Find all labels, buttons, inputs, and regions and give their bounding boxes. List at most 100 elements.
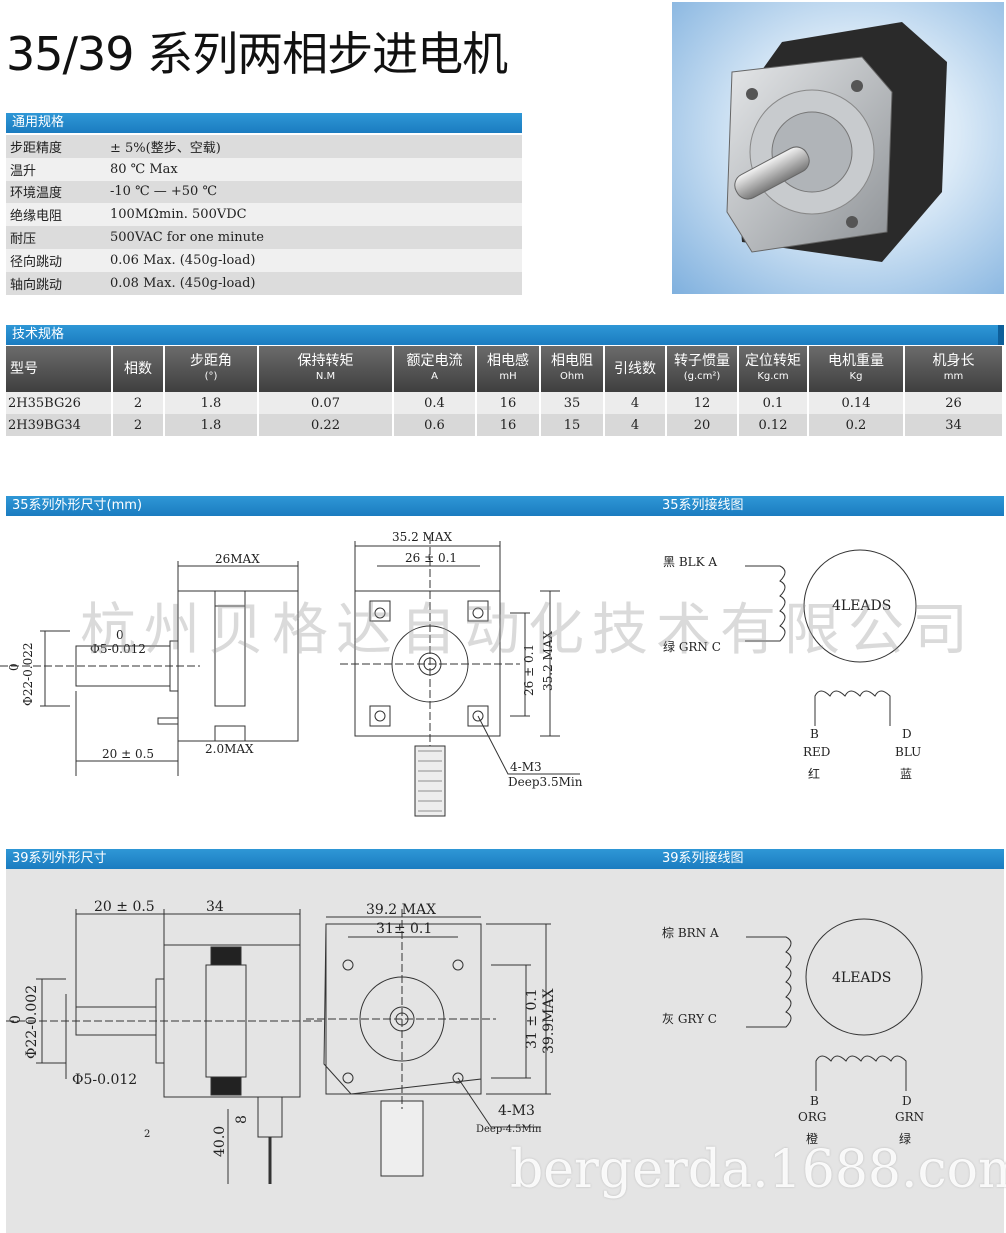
spec-value: 80 ℃ Max [110, 161, 178, 177]
spec-value: 500VAC for one minute [110, 230, 264, 246]
cell: 12 [666, 392, 739, 414]
s35-d-color: BLU [895, 745, 921, 759]
s39-b-cn: 橙 [806, 1131, 818, 1146]
s39-lead-length-label: 40.0 [212, 1126, 228, 1157]
cell: 0.07 [258, 392, 394, 414]
s39-hole-label: 31± 0.1 [376, 921, 432, 937]
s39-d-cn: 绿 [899, 1131, 911, 1146]
s35-screw-label: 4-M3 [510, 760, 542, 774]
s39-shaft-length-label: 20 ± 0.5 [94, 899, 155, 915]
col-header: 型号 [6, 346, 113, 392]
s39-lead-width-label: 8 [234, 1115, 250, 1124]
s35-dimension-header: 35系列外形尺寸(mm) [6, 496, 656, 516]
s35-b-label: B [810, 727, 819, 741]
spec-key: 步距精度 [10, 140, 63, 156]
s39-b-label: B [810, 1094, 819, 1108]
table-row: 轴向跳动 0.08 Max. (450g-load) [6, 271, 522, 295]
s39-flange-label: 2 [144, 1129, 150, 1140]
spec-value: 0.08 Max. (450g-load) [110, 275, 256, 291]
spec-value: -10 ℃ — +50 ℃ [110, 184, 217, 200]
spec-key: 环境温度 [10, 186, 63, 202]
s35-b-cn: 红 [808, 766, 820, 781]
s39-width-max-label: 39.2 MAX [366, 902, 436, 918]
s35-shaft-length-label: 20 ± 0.5 [102, 747, 154, 761]
cell: 0.22 [258, 414, 394, 436]
cell: 1.8 [164, 392, 259, 414]
s39-deep-label: Deep-4.5Min [476, 1124, 542, 1135]
spec-key: 耐压 [10, 232, 37, 248]
s35-shaft-label: Φ5-0.012 [90, 642, 146, 656]
cell: 2H39BG34 [6, 414, 113, 436]
s35-h-hole-label: 26 ± 0.1 [522, 644, 536, 696]
header-end-cap [998, 325, 1004, 345]
cell: 2H35BG26 [6, 392, 113, 414]
spec-value: ± 5%(整步、空载) [110, 140, 221, 156]
s35-length-label: 26MAX [215, 552, 260, 566]
s39-d-label: D [902, 1094, 912, 1108]
spec-key: 绝缘电阻 [10, 209, 63, 225]
page-title: 35/39 系列两相步进电机 [6, 27, 508, 81]
watermark: 杭州贝格达自动化技术有限公司 [80, 598, 976, 663]
spec-key: 径向跳动 [10, 254, 63, 270]
s39-dimension-header: 39系列外形尺寸 [6, 849, 656, 869]
cell: 34 [904, 414, 1004, 436]
spec-value: 100MΩmin. 500VDC [110, 207, 247, 223]
s35-drawing: 26MAX 20 ± 0.5 2.0MAX 0 Φ5-0.012 0 Φ22-0… [0, 530, 921, 817]
spec-key: 轴向跳动 [10, 277, 63, 293]
s35-width-max-label: 35.2 MAX [392, 530, 452, 544]
s39-screw-label: 4-M3 [498, 1103, 535, 1119]
s39-wire-a: 棕 BRN A [662, 925, 719, 940]
s35-wire-c: 绿 GRN C [663, 639, 721, 654]
s35-hole-label: 26 ± 0.1 [405, 551, 457, 565]
s39-wiring-header: 39系列接线图 [656, 849, 1004, 869]
table-row: 步距精度 ± 5%(整步、空载) [6, 135, 522, 158]
spec-value: 0.06 Max. (450g-load) [110, 252, 256, 268]
cell: 35 [540, 392, 605, 414]
s39-b-color: ORG [798, 1110, 826, 1124]
table-row: 2H35BG26 2 1.8 0.07 0.4 16 35 4 12 0.1 0… [6, 392, 1004, 414]
general-spec-header: 通用规格 [6, 113, 522, 133]
cell: 20 [666, 414, 739, 436]
tech-spec-header: 技术规格 [6, 325, 1004, 345]
s35-dia-label: Φ22-0.022 [21, 642, 35, 706]
s39-h-hole-label: 31 ± 0.1 [524, 988, 540, 1049]
s35-shaft-zero: 0 [116, 628, 124, 642]
s35-dimension-title: 35系列外形尺寸(mm) [12, 498, 143, 513]
cell: 0.1 [738, 392, 809, 414]
s39-d-color: GRN [895, 1110, 924, 1124]
table-row: 耐压 500VAC for one minute [6, 226, 522, 249]
s39-dia-label: Φ22-0.002 [24, 985, 40, 1059]
s39-wire-c: 灰 GRY C [662, 1012, 717, 1026]
tech-spec-title: 技术规格 [12, 327, 65, 342]
s35-d-label: D [902, 727, 912, 741]
s39-drawing: 20 ± 0.5 34 0 Φ22-0.002 Φ5-0.012 2 40.0 … [6, 869, 1004, 1233]
s39-length-label: 34 [206, 899, 224, 915]
cell: 0.12 [738, 414, 809, 436]
col-header: 相数 [112, 346, 165, 392]
s35-h-max-label: 35.2 MAX [541, 631, 555, 691]
s35-wire-a: 黑 BLK A [663, 555, 717, 569]
col-header: 引线数 [604, 346, 667, 392]
general-spec-title: 通用规格 [12, 115, 65, 130]
cell: 1.8 [164, 414, 259, 436]
s39-dia-zero: 0 [8, 1015, 24, 1024]
s35-b-color: RED [803, 745, 830, 759]
cell: 16 [476, 414, 541, 436]
s35-flange-label: 2.0MAX [205, 742, 254, 756]
cell: 2 [112, 392, 165, 414]
col-header: 步距角(°) [164, 346, 259, 392]
s35-d-cn: 蓝 [900, 767, 912, 781]
cell: 15 [540, 414, 605, 436]
s39-h-max-label: 39.9MAX [541, 988, 557, 1054]
cell: 0.6 [393, 414, 477, 436]
watermark-url: bergerda.1688.com [510, 1140, 1006, 1200]
s35-wiring-title: 35系列接线图 [662, 498, 744, 513]
s35-dia-zero: 0 [7, 663, 21, 671]
